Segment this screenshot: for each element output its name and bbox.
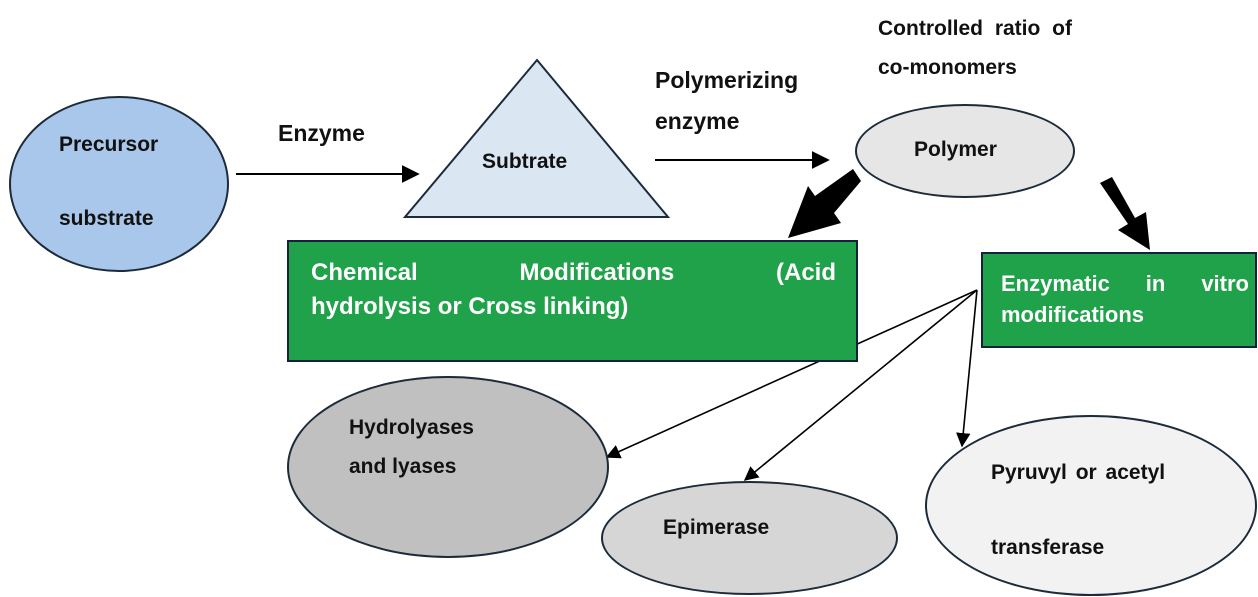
chemical-modifications-box: Chemical Modifications (Acid hydrolysis …: [287, 240, 858, 362]
transferase-label-line1: Pyruvyl or acetyl: [991, 461, 1166, 484]
enzymatic-in-vitro-box: Enzymatic in vitro modifications: [981, 252, 1257, 348]
arrow-enzymatic-to-hydrolyases: [605, 289, 978, 459]
arrow-enzymatic-to-epimerase: [743, 289, 978, 481]
polymerizing-enzyme-label-line1: Polymerizing: [655, 67, 799, 93]
chemical-modifications-line1: Chemical Modifications (Acid: [311, 259, 836, 286]
polymer-label: Polymer: [914, 138, 997, 161]
enzymatic-line2: modifications: [1001, 301, 1145, 327]
precursor-label-line1: Precursor: [59, 133, 159, 156]
enzyme-label: Enzyme: [278, 120, 365, 146]
epimerase-node: Epimerase: [601, 481, 898, 595]
polymer-node: Polymer: [855, 104, 1075, 198]
hydrolyases-label-line2: and lyases: [349, 455, 457, 478]
precursor-label-line2: substrate: [59, 207, 154, 230]
transferase-node: Pyruvyl or acetyl transferase: [925, 415, 1257, 596]
hydrolyases-label-line1: Hydrolyases: [349, 416, 474, 439]
arrow-enzymatic-to-transferase: [956, 289, 978, 448]
polymerizing-enzyme-label-line2: enzyme: [655, 108, 740, 134]
substrate-label: Subtrate: [482, 150, 568, 173]
enzymatic-line1: Enzymatic in vitro: [1001, 271, 1249, 296]
precursor-substrate-node: Precursor substrate: [9, 96, 229, 272]
transferase-label-line2: transferase: [991, 536, 1105, 559]
hydrolyases-node: Hydrolyases and lyases: [287, 376, 609, 558]
substrate-node: [402, 58, 671, 218]
thick-arrow-polymer-to-enzymatic: [1100, 177, 1150, 250]
controlled-ratio-label-line1: Controlled ratio of: [878, 17, 1072, 40]
thick-arrow-polymer-to-chemical: [788, 169, 861, 238]
epimerase-label: Epimerase: [663, 516, 770, 539]
controlled-ratio-label-line2: co-monomers: [878, 56, 1017, 79]
chemical-modifications-line2: hydrolysis or Cross linking): [311, 292, 629, 320]
